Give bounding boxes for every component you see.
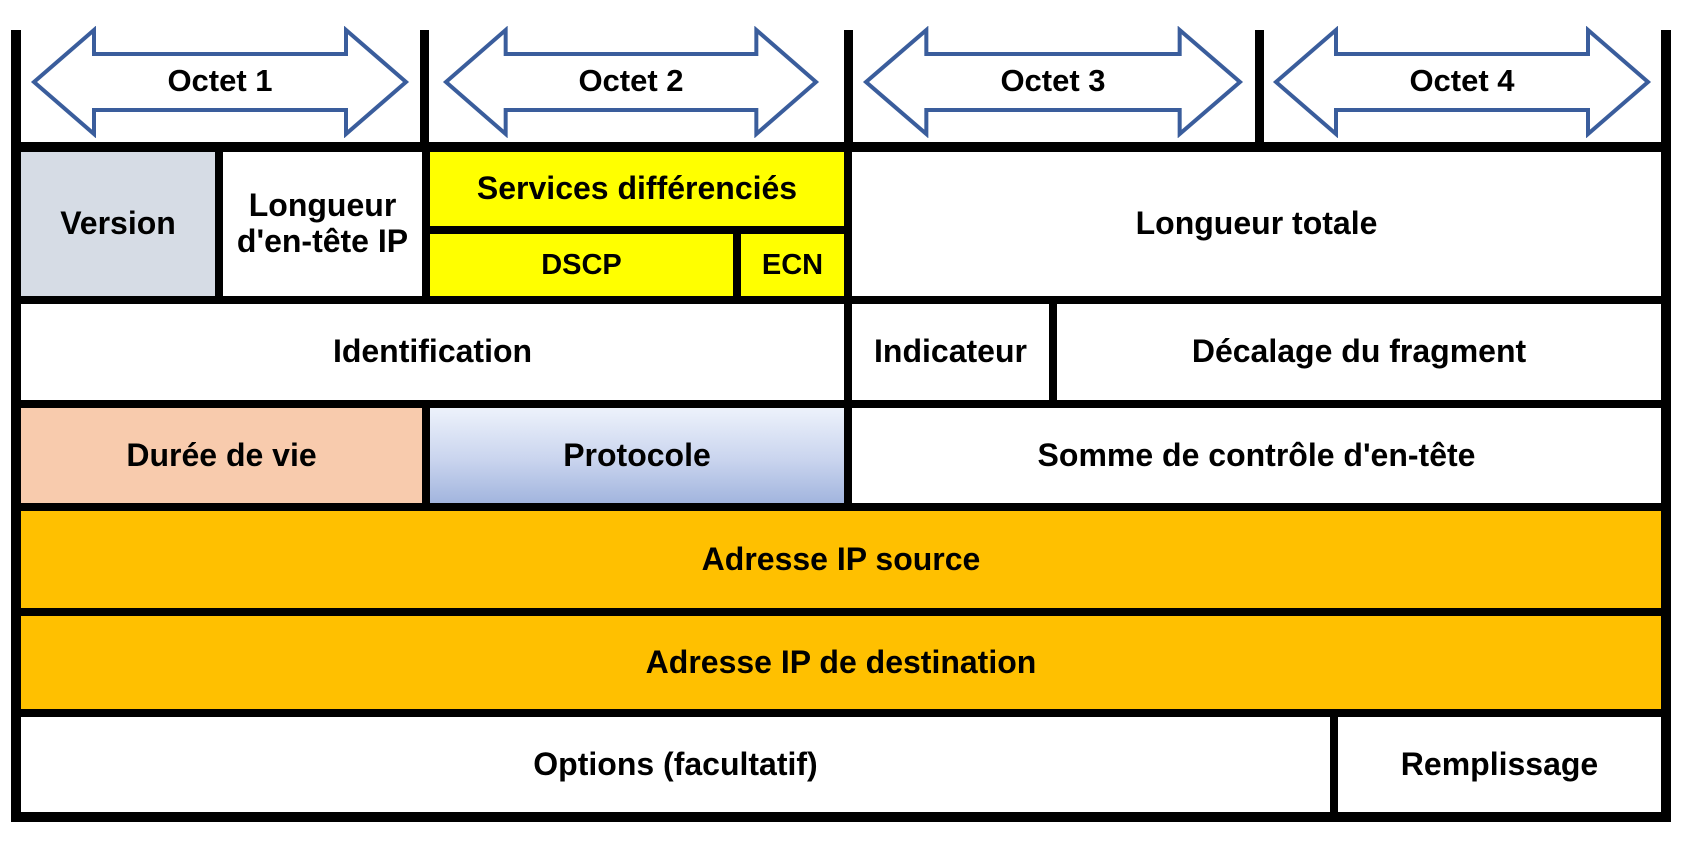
cell-identification: Identification [21, 304, 844, 400]
cell-header-checksum: Somme de contrôle d'en-tête [852, 408, 1661, 503]
cell-header-length: Longueur d'en-tête IP [223, 152, 422, 296]
cell-options: Options (facultatif) [21, 717, 1330, 812]
cell-ttl: Durée de vie [21, 408, 422, 503]
double-arrow-icon [442, 26, 820, 138]
octet-1-arrow-label: Octet 1 [167, 63, 273, 98]
octet-2-arrow-label: Octet 2 [578, 63, 684, 98]
octet-divider-tick [1661, 30, 1671, 152]
double-arrow-icon [30, 26, 410, 138]
octet-divider-tick [11, 30, 21, 152]
cell-flags: Indicateur [852, 304, 1049, 400]
header-fields-grid: Version Longueur d'en-tête IP Services d… [11, 142, 1671, 822]
octet-divider-tick [420, 30, 429, 152]
cell-version: Version [21, 152, 215, 296]
cell-total-length: Longueur totale [852, 152, 1661, 296]
cell-differentiated-services: Services différenciés [430, 152, 844, 226]
cell-source-ip: Adresse IP source [21, 511, 1661, 608]
octet-divider-tick [1255, 30, 1264, 152]
octet-2-arrow: Octet 2 [442, 26, 820, 138]
cell-fragment-offset: Décalage du fragment [1057, 304, 1661, 400]
octet-divider-tick [844, 30, 853, 152]
cell-padding: Remplissage [1338, 717, 1661, 812]
octet-4-arrow: Octet 4 [1272, 26, 1652, 138]
octet-4-arrow-label: Octet 4 [1409, 63, 1515, 98]
cell-dscp: DSCP [430, 234, 733, 296]
cell-ecn: ECN [741, 234, 844, 296]
octet-3-arrow: Octet 3 [862, 26, 1244, 138]
octet-3-arrow-label: Octet 3 [1000, 63, 1106, 98]
double-arrow-icon [1272, 26, 1652, 138]
cell-destination-ip: Adresse IP de destination [21, 616, 1661, 709]
double-arrow-icon [862, 26, 1244, 138]
octet-1-arrow: Octet 1 [30, 26, 410, 138]
cell-protocol: Protocole [430, 408, 844, 503]
